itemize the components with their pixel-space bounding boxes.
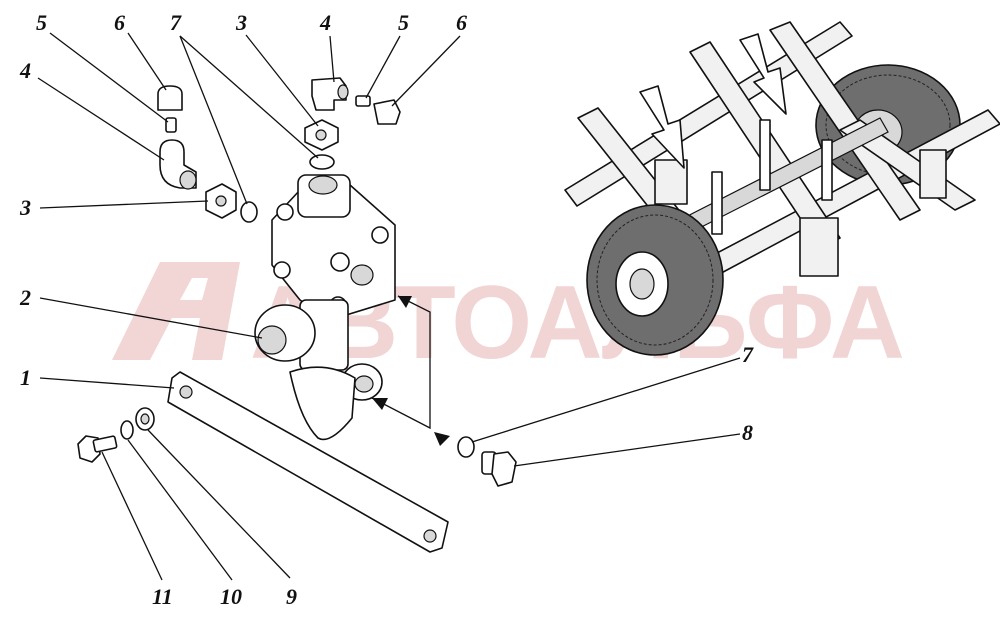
callout-numbers: 5 6 7 3 4 5 6 4 3 2 1 7 8 11 10 9 — [19, 10, 754, 609]
elbow-left-port — [179, 170, 197, 190]
callout-6-right: 6 — [456, 10, 467, 35]
brake-force-regulator-valve — [254, 174, 396, 441]
drain-plug-head — [491, 451, 517, 487]
o-ring-left — [240, 201, 258, 223]
elbow-fitting-right — [311, 77, 347, 111]
leader-10 — [127, 439, 233, 581]
leader-5-right — [365, 35, 401, 99]
lever-plate-hole-1 — [179, 385, 193, 399]
link-rod-1 — [711, 171, 723, 235]
callout-6-left: 6 — [114, 10, 125, 35]
valve-top-port — [308, 175, 338, 195]
arrowhead-upper-icon — [398, 296, 412, 308]
callout-5-right: 5 — [398, 10, 409, 35]
valve-mount-hole-3 — [330, 252, 350, 272]
lever-plate-hole-2 — [423, 529, 437, 543]
callout-1: 1 — [20, 365, 31, 390]
spring-washer — [120, 420, 134, 440]
callout-4-left: 4 — [19, 58, 31, 83]
leader-6-right — [391, 35, 461, 107]
callout-3-left: 3 — [19, 195, 31, 220]
drain-plug — [481, 451, 517, 487]
leader-7-right — [471, 357, 741, 443]
valve-bottom-boot — [289, 366, 356, 441]
valve-outlet-port-bore — [354, 375, 374, 393]
rear-wheel-tread — [825, 74, 951, 176]
location-arrow-left-icon — [639, 85, 685, 169]
leader-3-top — [245, 34, 319, 127]
leader-7-to-oring-top — [179, 35, 319, 159]
callout-10: 10 — [220, 584, 242, 609]
front-wheel-tread — [596, 214, 714, 346]
elbow-right-port — [337, 84, 349, 100]
leader-lines — [37, 32, 741, 581]
valve-side-port — [350, 264, 374, 286]
bolt — [77, 435, 118, 463]
callout-9: 9 — [286, 584, 297, 609]
cross-member-3 — [769, 21, 921, 221]
watermark-logo-icon — [112, 262, 240, 360]
valve-lateral-cap-face — [257, 325, 287, 355]
lever-plate — [167, 371, 449, 553]
lever-plate-body — [167, 371, 449, 553]
leader-7-to-oring-left — [179, 35, 248, 205]
leader-5-left — [49, 32, 169, 123]
leader-3-left — [39, 200, 209, 209]
bracket-left — [654, 159, 688, 205]
link-rod-2 — [759, 119, 771, 191]
leader-1 — [39, 377, 175, 389]
callout-4-top: 4 — [319, 10, 331, 35]
sleeve-left — [165, 117, 177, 133]
flow-arrows — [371, 295, 450, 446]
callout-5-left: 5 — [36, 10, 47, 35]
cap-nut-right — [373, 99, 401, 125]
callout-11: 11 — [152, 584, 173, 609]
leader-4-left — [37, 77, 165, 161]
bolt-shank — [92, 435, 118, 453]
leader-11 — [101, 451, 163, 581]
callout-3-top: 3 — [235, 10, 247, 35]
link-rod-3 — [821, 139, 833, 201]
flow-path-line — [371, 295, 431, 430]
watermark: АВТОАЛЬФА — [112, 262, 905, 381]
leader-6-left — [127, 32, 167, 91]
flat-washer-bore — [140, 413, 150, 425]
leader-4-right — [329, 35, 335, 83]
bracket-right — [919, 149, 947, 199]
valve-mount-hole-1 — [276, 203, 294, 221]
callout-7-right: 7 — [742, 342, 754, 367]
callout-2: 2 — [19, 285, 31, 310]
nut-top-bore — [315, 129, 327, 141]
o-ring-top — [309, 154, 335, 170]
o-ring-right — [457, 436, 475, 458]
arrowhead-lower-icon — [372, 398, 388, 410]
leader-2 — [39, 297, 263, 339]
valve-mount-hole-5 — [371, 226, 389, 244]
cap-nut-left — [157, 85, 183, 111]
front-wheel-center — [629, 268, 655, 300]
callout-8: 8 — [742, 420, 753, 445]
chassis-illustration — [564, 21, 1000, 356]
leader-9 — [147, 429, 291, 579]
location-arrow-right-icon — [739, 33, 787, 115]
sleeve-right — [355, 95, 371, 107]
callout-7-top-left: 7 — [170, 10, 182, 35]
bracket-mid — [799, 217, 839, 277]
nut-left-bore — [215, 195, 227, 207]
arrowhead-right-icon — [434, 432, 450, 446]
valve-mount-hole-2 — [273, 261, 291, 279]
leader-8 — [513, 433, 741, 467]
